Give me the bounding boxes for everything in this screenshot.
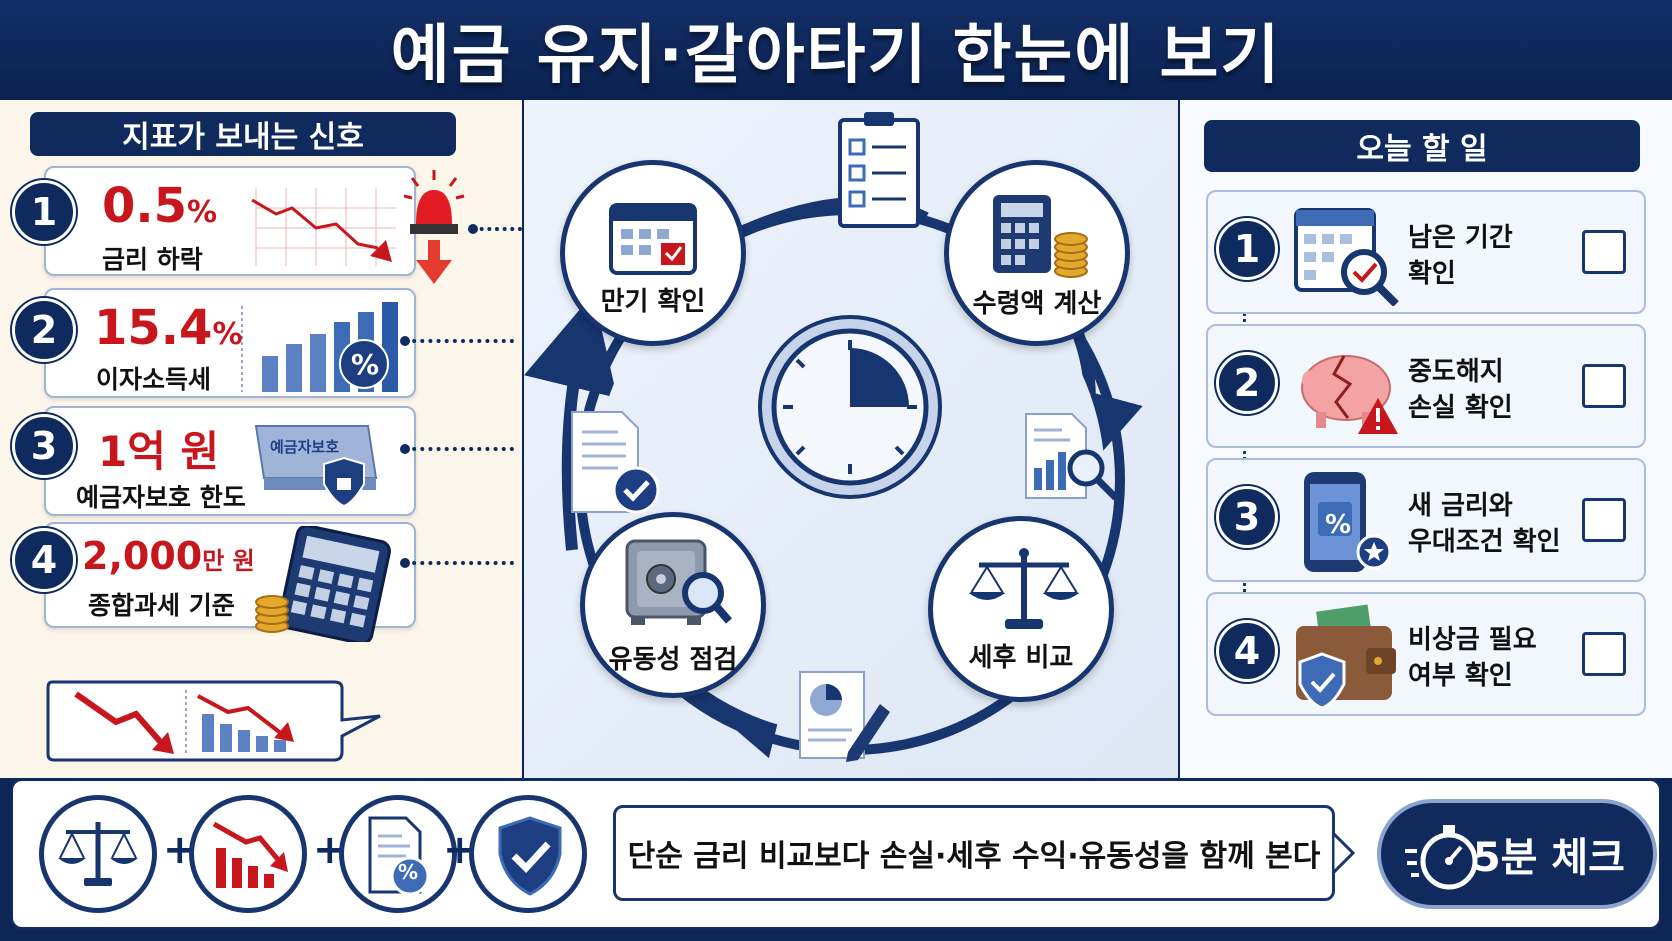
todo-checkbox-2[interactable] bbox=[1582, 364, 1626, 408]
signal-label-4: 종합과세 기준 bbox=[88, 591, 235, 620]
todo-item-4[interactable]: 4 비상금 필요 여부 확인 bbox=[1206, 592, 1646, 716]
phone-percent-glyph: % bbox=[1325, 510, 1352, 540]
five-minute-check-label: 5분 체크 bbox=[1472, 835, 1625, 881]
safe-magnifier-icon bbox=[625, 539, 733, 625]
signal-card-3: 1억 원 예금자보호 한도 예금자보호 bbox=[44, 406, 416, 516]
step-liquidity-check[interactable]: 유동성 점검 bbox=[580, 512, 766, 698]
signal-number-2: 2 bbox=[12, 298, 76, 362]
step-payout-calc[interactable]: 수령액 계산 bbox=[944, 160, 1130, 346]
todo-item-1[interactable]: 1 남은 기간 확인 bbox=[1206, 190, 1646, 314]
message-arrow bbox=[1333, 830, 1356, 876]
document-check-icon bbox=[571, 411, 660, 514]
scale-circle bbox=[39, 795, 157, 913]
connector-line-2 bbox=[404, 339, 514, 343]
signal-label-3: 예금자보호 한도 bbox=[76, 483, 246, 512]
todo-text-3: 새 금리와 우대조건 확인 bbox=[1408, 491, 1561, 557]
connector-line-4 bbox=[404, 561, 514, 565]
checklist-clipboard-icon bbox=[838, 112, 920, 228]
connector-line-3 bbox=[404, 447, 514, 451]
todo-text-2: 중도해지 손실 확인 bbox=[1408, 357, 1513, 423]
signal-card-2: 15.4% 이자소득세 % bbox=[44, 288, 416, 398]
step-label-liquidity: 유동성 점검 bbox=[608, 645, 738, 675]
connector-dot-1 bbox=[468, 224, 478, 234]
step-maturity-check[interactable]: 만기 확인 bbox=[560, 160, 746, 346]
downtrend-bubble bbox=[46, 680, 381, 762]
pie-report-pen-icon bbox=[799, 671, 890, 762]
connector-line-1 bbox=[472, 227, 522, 231]
todo-number-4: 4 bbox=[1216, 620, 1278, 682]
signal-value-1: 0.5% bbox=[102, 178, 218, 234]
bar-decline-icon bbox=[212, 821, 288, 888]
phone-percent-icon bbox=[1304, 472, 1392, 572]
stopwatch-icon bbox=[1405, 825, 1478, 890]
step-label-after-tax: 세후 비교 bbox=[968, 643, 1074, 673]
step-label-maturity: 만기 확인 bbox=[600, 287, 706, 317]
siren-alert-icon bbox=[403, 170, 465, 284]
header: 예금 유지·갈아타기 한눈에 보기 bbox=[0, 0, 1672, 100]
todo-text-4: 비상금 필요 여부 확인 bbox=[1408, 625, 1537, 691]
deposit-plate-text: 예금자보호 bbox=[270, 438, 340, 456]
page-title: 예금 유지·갈아타기 한눈에 보기 bbox=[390, 19, 1282, 93]
signal-number-3: 3 bbox=[12, 414, 76, 478]
tax-doc-circle: % bbox=[339, 795, 457, 913]
tax-document-icon bbox=[368, 816, 430, 896]
connector-dot-2 bbox=[400, 336, 410, 346]
summary-bar: + + % + 단순 금리 비교보다 손실·세후 수익·유동성을 함께 본다 bbox=[10, 778, 1662, 930]
broken-piggy-bank-icon bbox=[1301, 355, 1398, 434]
scale-icon-small bbox=[58, 822, 138, 886]
todo-heading: 오늘 할 일 bbox=[1204, 120, 1640, 172]
todo-number-3: 3 bbox=[1216, 486, 1278, 548]
todo-checkbox-1[interactable] bbox=[1582, 230, 1626, 274]
signal-value-4: 2,000만 원 bbox=[82, 534, 255, 578]
todo-item-3[interactable]: 3 % 새 금리와 우대조건 확인 bbox=[1206, 458, 1646, 582]
five-minute-check-badge[interactable]: 5분 체크 bbox=[1377, 799, 1657, 909]
decline-circle bbox=[189, 795, 307, 913]
todo-item-2[interactable]: 2 중도해지 손실 확인 bbox=[1206, 324, 1646, 448]
signal-value-3: 1억 원 bbox=[98, 427, 220, 476]
todo-checkbox-3[interactable] bbox=[1582, 498, 1626, 542]
connector-dot-3 bbox=[400, 444, 410, 454]
shield-circle bbox=[469, 795, 587, 913]
signal-label-1: 금리 하락 bbox=[102, 245, 203, 274]
signal-value-2: 15.4% bbox=[94, 300, 243, 356]
percent-glyph: % bbox=[351, 348, 380, 381]
todo-text-1: 남은 기간 확인 bbox=[1408, 223, 1513, 289]
todo-checkbox-4[interactable] bbox=[1582, 632, 1626, 676]
wallet-shield-icon bbox=[1296, 604, 1396, 710]
calculator-coins-icon bbox=[255, 526, 391, 642]
deposit-protection-plate-icon bbox=[254, 425, 378, 508]
step-after-tax-compare[interactable]: 세후 비교 bbox=[928, 516, 1114, 702]
shield-check-icon bbox=[498, 816, 562, 896]
bar-chart-percent-icon bbox=[241, 302, 398, 392]
connector-dot-4 bbox=[400, 558, 410, 568]
calculator-coins-icon-step bbox=[993, 195, 1088, 278]
signal-label-2: 이자소득세 bbox=[96, 365, 212, 394]
todo-number-1: 1 bbox=[1216, 218, 1278, 280]
signal-number-4: 4 bbox=[12, 528, 76, 592]
line-chart-down-icon bbox=[251, 188, 396, 266]
signals-heading: 지표가 보내는 신호 bbox=[30, 112, 456, 156]
todo-number-2: 2 bbox=[1216, 352, 1278, 414]
calendar-search-icon bbox=[1294, 208, 1399, 306]
summary-message: 단순 금리 비교보다 손실·세후 수익·유동성을 함께 본다 bbox=[613, 805, 1335, 901]
tax-percent-glyph: % bbox=[398, 860, 419, 884]
step-label-payout: 수령액 계산 bbox=[972, 289, 1102, 319]
timer-clock-icon bbox=[758, 315, 942, 499]
calendar-check-icon bbox=[609, 203, 697, 275]
scale-icon bbox=[969, 548, 1079, 629]
report-search-icon bbox=[1025, 413, 1119, 501]
signal-number-1: 1 bbox=[12, 180, 76, 244]
signal-card-1: 0.5% 금리 하락 bbox=[44, 166, 416, 276]
